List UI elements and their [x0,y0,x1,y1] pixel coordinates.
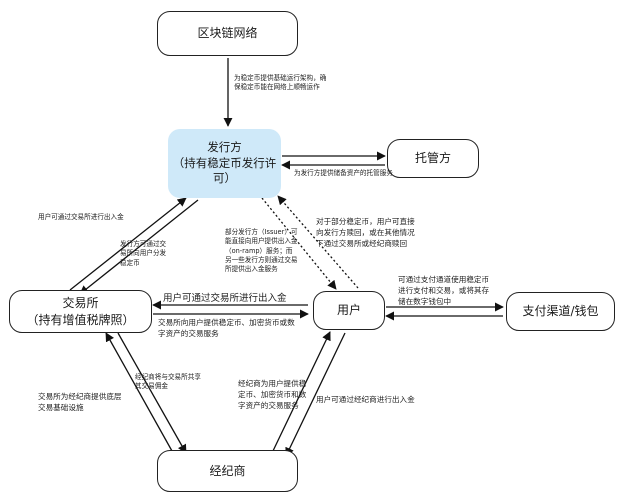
node-broker-label: 经纪商 [209,463,246,478]
node-user: 用户 [313,291,385,330]
node-custodian: 托管方 [387,139,479,178]
label-exchange-services: 交易所向用户提供稳定币、加密货币或数 字资产的交易服务 [158,318,295,338]
node-blockchain-label: 区块链网络 [197,26,258,41]
arrow-user-to-issuer-dotted [277,195,359,289]
arrow-broker-to-exchange [105,332,173,452]
label-custodian-to-issuer: 为发行方提供储备资产的托管服务 [294,169,393,177]
node-payment: 支付渠道/钱包 [506,292,615,331]
arrow-issuer-to-exchange [79,199,199,295]
node-exchange: 交易所 （持有增值税牌照） [9,290,152,333]
arrow-exchange-to-broker [117,332,187,454]
label-broker-commission: 经纪商将与交易所共享 其交易佣金 [135,373,201,391]
label-issuer-user-onramp: 部分发行方（Issuer）可 能直接向用户提供出入金 （on-ramp）服务；而… [225,228,298,274]
node-issuer: 发行方 （持有稳定币发行许可） [168,129,281,198]
label-user-broker: 用户可通过经纪商进行出入金 [316,395,415,404]
node-issuer-title: 发行方 [207,140,242,155]
label-broker-services: 经纪商为用户提供稳 定币、加密货币和数 字资产的交易服务 [238,379,307,410]
node-exchange-subtitle: （持有增值税牌照） [26,312,135,327]
arrow-exchange-to-issuer [69,197,187,291]
node-broker: 经纪商 [157,450,298,492]
label-issuer-to-exchange: 发行方可通过交 易所向用户分发 稳定币 [120,240,167,267]
arrow-broker-to-user [271,331,331,454]
node-custodian-label: 托管方 [414,151,451,166]
node-blockchain: 区块链网络 [157,11,298,56]
label-user-payment: 可通过支付通道使用稳定币 进行支付和交易，或将其存 储在数字钱包中 [398,275,490,306]
label-user-exchange: 用户可通过交易所进行出入金 [163,293,287,304]
label-exchange-infra: 交易所为经纪商提供底层 交易基础设施 [38,392,122,412]
node-issuer-subtitle: （持有稳定币发行许可） [172,155,277,186]
node-user-label: 用户 [336,303,361,318]
node-exchange-title: 交易所 [62,296,99,311]
arrow-user-to-broker [285,332,346,457]
node-payment-label: 支付渠道/钱包 [522,304,599,319]
label-chain-to-issuer: 为稳定币提供基础运行架构，确 保稳定币能在网络上顺畅运作 [234,74,327,92]
label-exchange-to-issuer: 用户可通过交易所进行出入金 [38,213,124,221]
label-user-to-issuer: 对于部分稳定币，用户可直接 向发行方赎回，或在其他情况 下通过交易所或经纪商赎回 [316,217,415,248]
arrow-issuer-to-user-dotted [261,197,337,290]
